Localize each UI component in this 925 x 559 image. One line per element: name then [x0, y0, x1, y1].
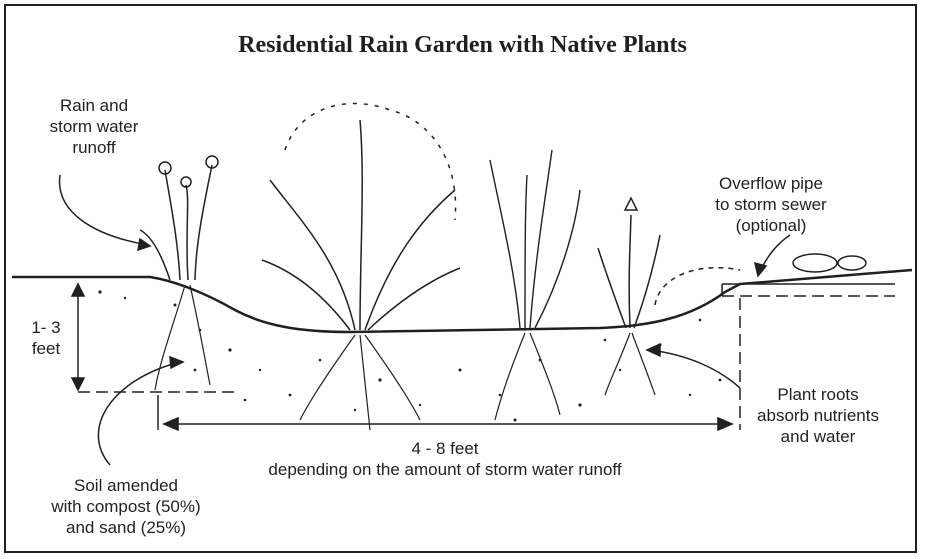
- runoff-arrow: [60, 175, 148, 245]
- roots-arrow: [650, 350, 740, 388]
- rocks: [793, 254, 866, 272]
- runoff-label: Rain and storm water runoff: [24, 95, 164, 158]
- overflow-pipe: [722, 284, 895, 296]
- overflow-pipe-label: Overflow pipe to storm sewer (optional): [696, 173, 846, 236]
- width-dimension: [158, 298, 740, 430]
- ground-surface: [12, 270, 912, 332]
- coneflower-plants: [140, 156, 218, 280]
- width-label: 4 - 8 feet depending on the amount of st…: [230, 438, 660, 480]
- depth-label: 1- 3 feet: [20, 317, 72, 359]
- tall-grass-plants: [490, 150, 580, 328]
- plant-roots-label: Plant roots absorb nutrients and water: [738, 384, 898, 447]
- iris-plant: [598, 198, 660, 328]
- shrub-plant: [262, 103, 460, 330]
- low-shrub: [655, 268, 740, 305]
- soil-arrow: [98, 362, 180, 465]
- soil-label: Soil amended with compost (50%) and sand…: [36, 475, 216, 538]
